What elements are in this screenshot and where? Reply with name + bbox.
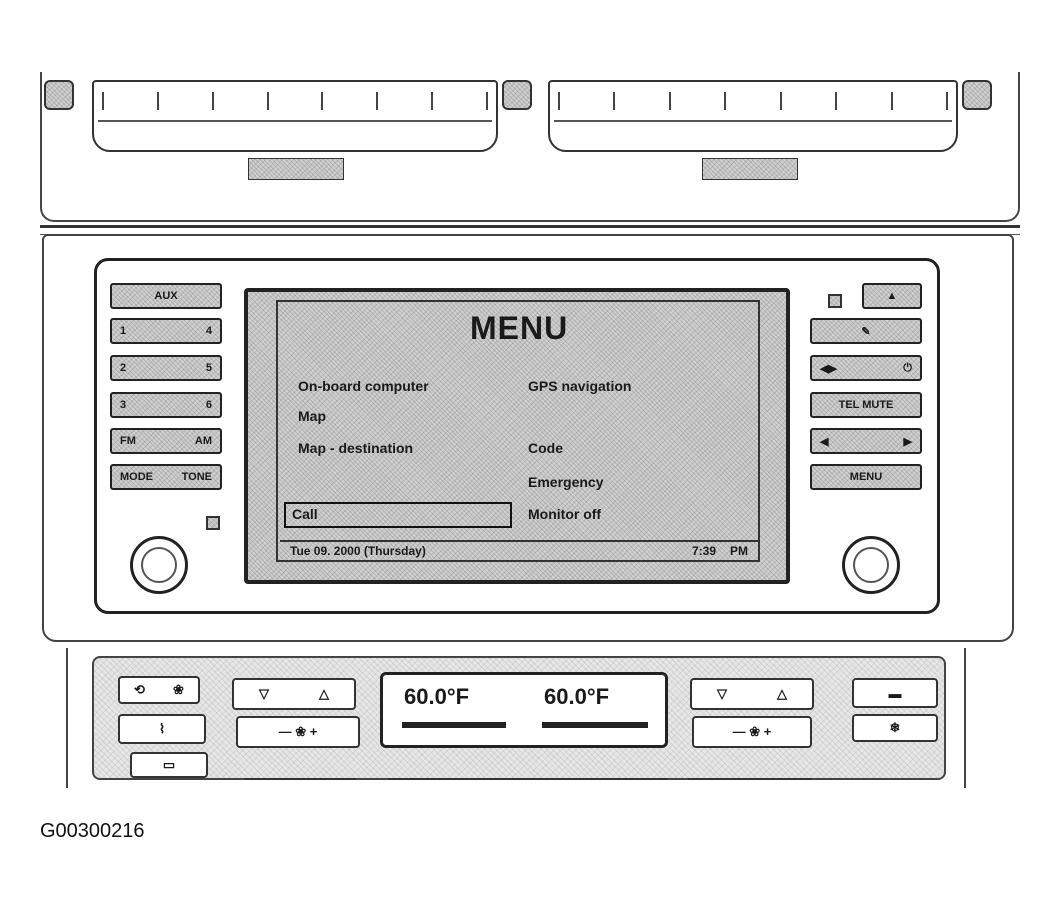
fm-am-button[interactable]: FM AM xyxy=(110,428,222,454)
menu-item-call[interactable]: Call xyxy=(292,506,318,522)
volume-knob[interactable] xyxy=(130,536,188,594)
right-temp-control[interactable]: ▽ △ xyxy=(690,678,814,710)
next-icon: ▶ xyxy=(903,435,912,448)
right-temp-down-icon: ▽ xyxy=(717,686,727,701)
ac-icon: ❄ xyxy=(889,720,901,735)
bottom-vent-left xyxy=(244,778,356,788)
fm-label: FM xyxy=(120,435,136,447)
right-gauge-knob[interactable] xyxy=(962,80,992,110)
rear-defrost-icon: ▭ xyxy=(162,757,176,772)
right-temperature-bar xyxy=(542,722,648,728)
auto-button[interactable]: ▬ xyxy=(852,678,938,708)
left-temperature-bar xyxy=(402,722,506,728)
left-fan-control[interactable]: — ❀ + xyxy=(236,716,360,748)
preset-4-label: 4 xyxy=(205,325,212,337)
am-label: AM xyxy=(194,435,212,447)
seek-icon: ◀▶ xyxy=(820,362,837,375)
pencil-icon: ✎ xyxy=(861,325,871,338)
left-fan-speed-icon: — ❀ + xyxy=(278,724,318,739)
top-bezel xyxy=(40,72,1020,222)
auto-icon: ▬ xyxy=(888,685,902,701)
left-gauge-ticks xyxy=(102,92,488,112)
rear-defrost-button[interactable]: ▭ xyxy=(130,752,208,778)
ac-button[interactable]: ❄ xyxy=(852,714,938,742)
mode-tone-button[interactable]: MODE TONE xyxy=(110,464,222,490)
menu-item-emergency[interactable]: Emergency xyxy=(528,474,604,490)
menu-item-map[interactable]: Map xyxy=(298,408,326,424)
bottom-vent-right xyxy=(688,778,812,788)
bottom-vent-center xyxy=(388,778,668,788)
left-indicator-square xyxy=(206,516,220,530)
preset-3-6-button[interactable]: 3 6 xyxy=(110,392,222,418)
display-screen xyxy=(244,288,790,584)
menu-selection-highlight xyxy=(284,502,512,528)
right-fan-speed-icon: — ❀ + xyxy=(732,724,772,739)
recirculation-button[interactable]: ⟲ ❀ xyxy=(118,676,200,704)
status-period: PM xyxy=(730,544,748,558)
menu-title: MENU xyxy=(470,310,569,346)
tel-mute-label: TEL MUTE xyxy=(838,399,894,411)
left-gauge-label xyxy=(248,158,344,180)
mode-label: MODE xyxy=(120,471,153,483)
left-temperature: 60.0°F xyxy=(404,684,470,709)
prev-next-button[interactable]: ◀ ▶ xyxy=(810,428,922,454)
right-fan-control[interactable]: — ❀ + xyxy=(692,716,812,748)
temperature-display xyxy=(380,672,668,748)
defrost-icon: ⌇ xyxy=(158,721,166,736)
right-gauge xyxy=(548,80,958,152)
right-gauge-ticks xyxy=(558,92,948,112)
seek-power-button[interactable]: ◀▶ ⏻ xyxy=(810,355,922,381)
preset-3-label: 3 xyxy=(120,399,127,411)
eject-indicator xyxy=(828,294,842,308)
fan-icon: ❀ xyxy=(173,682,184,697)
menu-item-gps-navigation[interactable]: GPS navigation xyxy=(528,378,632,394)
preset-1-4-button[interactable]: 1 4 xyxy=(110,318,222,344)
menu-button-label: MENU xyxy=(849,471,883,483)
preset-1-label: 1 xyxy=(120,325,127,337)
prev-icon: ◀ xyxy=(820,435,829,448)
preset-2-5-button[interactable]: 2 5 xyxy=(110,355,222,381)
figure-id: G00300216 xyxy=(40,820,145,842)
status-time: 7:39 xyxy=(691,544,716,558)
right-gauge-scale xyxy=(554,120,952,130)
power-icon: ⏻ xyxy=(903,361,912,374)
status-date: Tue 09. 2000 (Thursday) xyxy=(290,544,426,558)
left-temp-control[interactable]: ▽ △ xyxy=(232,678,356,710)
menu-item-code[interactable]: Code xyxy=(528,440,563,456)
menu-button[interactable]: MENU xyxy=(810,464,922,490)
left-gauge-knob[interactable] xyxy=(44,80,74,110)
aux-button-label: AUX xyxy=(154,290,178,302)
climate-surround xyxy=(66,648,966,788)
edit-button[interactable]: ✎ xyxy=(810,318,922,344)
eject-button[interactable]: ▲ xyxy=(862,283,922,309)
recirculation-icon: ⟲ xyxy=(134,682,145,697)
preset-6-label: 6 xyxy=(205,399,212,411)
preset-2-label: 2 xyxy=(120,362,127,374)
tone-label: TONE xyxy=(181,471,212,483)
right-temp-up-icon: △ xyxy=(777,686,787,701)
defrost-button[interactable]: ⌇ xyxy=(118,714,206,744)
tel-mute-button[interactable]: TEL MUTE xyxy=(810,392,922,418)
tune-knob[interactable] xyxy=(842,536,900,594)
menu-item-map-destination[interactable]: Map - destination xyxy=(298,440,414,456)
left-gauge xyxy=(92,80,498,152)
screen-status-bar: Tue 09. 2000 (Thursday) 7:39 PM xyxy=(280,540,758,560)
menu-item-monitor-off[interactable]: Monitor off xyxy=(528,506,602,522)
eject-icon: ▲ xyxy=(886,290,898,302)
head-unit-surround xyxy=(42,234,1014,642)
menu-item-onboard-computer[interactable]: On-board computer xyxy=(298,378,429,394)
aux-button[interactable]: AUX xyxy=(110,283,222,309)
left-temp-up-icon: △ xyxy=(319,686,329,701)
display-inner xyxy=(276,300,760,562)
preset-5-label: 5 xyxy=(205,362,212,374)
left-gauge-scale xyxy=(98,120,492,130)
right-temperature: 60.0°F xyxy=(544,684,610,709)
left-temp-down-icon: ▽ xyxy=(259,686,269,701)
center-gauge-knob[interactable] xyxy=(502,80,532,110)
right-gauge-label xyxy=(702,158,798,180)
